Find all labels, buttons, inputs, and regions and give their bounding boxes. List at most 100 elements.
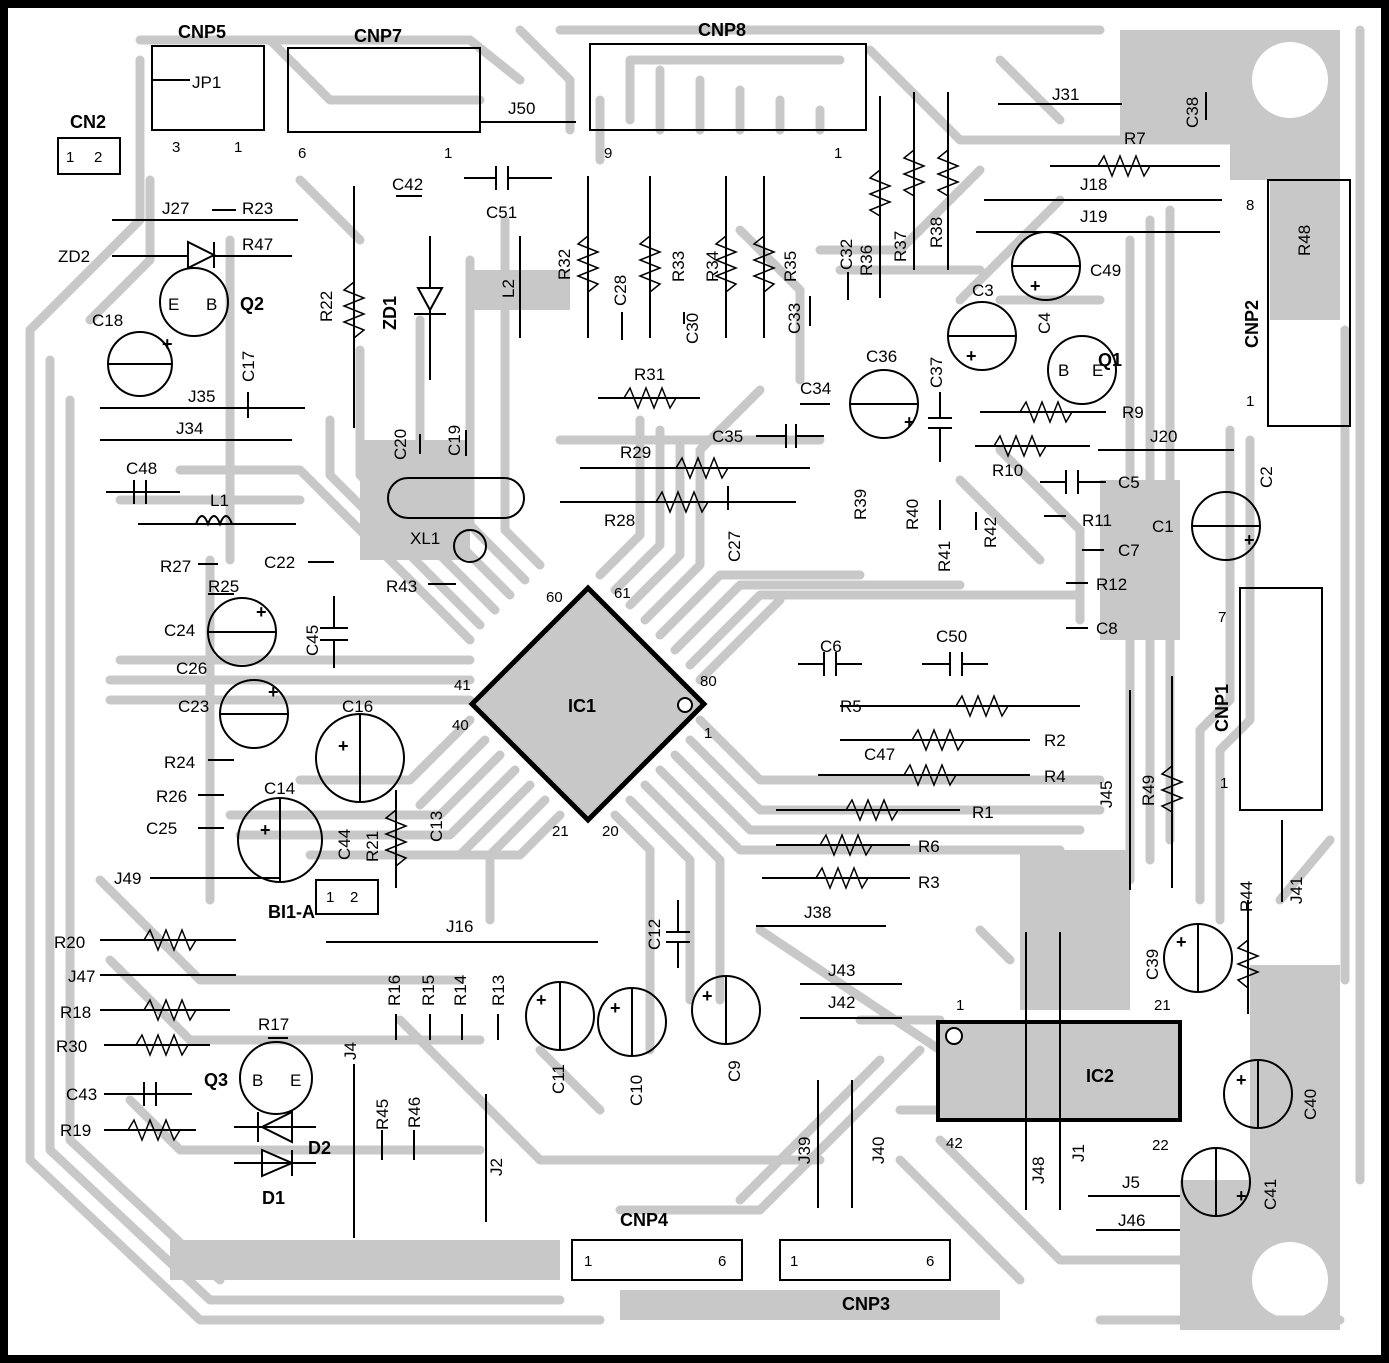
label-cnp2: CNP2 bbox=[1242, 300, 1262, 348]
label-c13: C13 bbox=[427, 811, 446, 842]
label-r40: R40 bbox=[903, 499, 922, 530]
label-c34: C34 bbox=[800, 379, 831, 398]
label-j16: J16 bbox=[446, 917, 473, 936]
label-c20: C20 bbox=[391, 429, 410, 460]
label-c48: C48 bbox=[126, 459, 157, 478]
label--: + bbox=[268, 682, 279, 702]
label-21: 21 bbox=[552, 823, 569, 840]
label-j40: J40 bbox=[869, 1137, 888, 1164]
label-r4: R4 bbox=[1044, 767, 1066, 786]
label-1: 1 bbox=[444, 145, 452, 162]
label-9: 9 bbox=[604, 145, 612, 162]
label-c38: C38 bbox=[1183, 97, 1202, 128]
label-r5: R5 bbox=[840, 697, 862, 716]
label--: + bbox=[256, 602, 267, 622]
label-d1: D1 bbox=[262, 1188, 285, 1208]
label-j35: J35 bbox=[188, 387, 215, 406]
label-c10: C10 bbox=[627, 1075, 646, 1106]
label-c4: C4 bbox=[1035, 312, 1054, 334]
label-r9: R9 bbox=[1122, 403, 1144, 422]
label-bi1-a: BI1-A bbox=[268, 902, 315, 922]
label--: + bbox=[1236, 1186, 1247, 1206]
label-r11: R11 bbox=[1082, 511, 1112, 530]
label-cnp5: CNP5 bbox=[178, 22, 226, 42]
label-cnp3: CNP3 bbox=[842, 1294, 890, 1314]
label-r28: R28 bbox=[604, 511, 635, 530]
label-c30: C30 bbox=[683, 313, 702, 344]
label-c25: C25 bbox=[146, 819, 177, 838]
label-r26: R26 bbox=[156, 787, 187, 806]
label-cn2: CN2 bbox=[70, 112, 106, 132]
label-r21: R21 bbox=[363, 831, 382, 862]
label-r48: R48 bbox=[1295, 225, 1314, 256]
label-2: 2 bbox=[350, 889, 358, 906]
label-r1: R1 bbox=[972, 803, 994, 822]
component-outlines bbox=[57, 43, 1351, 1281]
label-r10: R10 bbox=[992, 461, 1023, 480]
label-40: 40 bbox=[452, 717, 469, 734]
label-8: 8 bbox=[1246, 197, 1254, 214]
label-c37: C37 bbox=[927, 357, 946, 388]
label-r44: R44 bbox=[1237, 881, 1256, 912]
label-j19: J19 bbox=[1080, 207, 1107, 226]
label-r25: R25 bbox=[208, 577, 239, 596]
label-l2: L2 bbox=[499, 279, 518, 298]
label-ic1: IC1 bbox=[568, 696, 596, 716]
label-j39: J39 bbox=[795, 1137, 814, 1164]
label-j20: J20 bbox=[1150, 427, 1177, 446]
label-r35: R35 bbox=[781, 251, 800, 282]
label-c1: C1 bbox=[1152, 517, 1174, 536]
label--: + bbox=[162, 334, 173, 354]
label-1: 1 bbox=[834, 145, 842, 162]
label--: + bbox=[610, 998, 621, 1018]
label-c39: C39 bbox=[1143, 949, 1162, 980]
label-61: 61 bbox=[614, 585, 631, 602]
label-r31: R31 bbox=[634, 365, 665, 384]
label-j34: J34 bbox=[176, 419, 203, 438]
label-j5: J5 bbox=[1122, 1173, 1140, 1192]
label--: + bbox=[966, 346, 977, 366]
label-r16: R16 bbox=[385, 975, 404, 1006]
label-c16: C16 bbox=[342, 697, 373, 716]
label-cnp7: CNP7 bbox=[354, 26, 402, 46]
label-j46: J46 bbox=[1118, 1211, 1145, 1230]
label-c49: C49 bbox=[1090, 261, 1121, 280]
label-r14: R14 bbox=[451, 975, 470, 1006]
label-j45: J45 bbox=[1097, 781, 1116, 808]
label-b: B bbox=[1058, 361, 1069, 380]
label-60: 60 bbox=[546, 589, 563, 606]
label-c51: C51 bbox=[486, 203, 517, 222]
label-r29: R29 bbox=[620, 443, 651, 462]
label-r32: R32 bbox=[555, 249, 574, 280]
label-r24: R24 bbox=[164, 753, 195, 772]
label-c36: C36 bbox=[866, 347, 897, 366]
label-c19: C19 bbox=[445, 425, 464, 456]
label-r49: R49 bbox=[1139, 775, 1158, 806]
label-q3: Q3 bbox=[204, 1070, 228, 1090]
label-c26: C26 bbox=[176, 659, 207, 678]
label-c24: C24 bbox=[164, 621, 195, 640]
label-r6: R6 bbox=[918, 837, 940, 856]
label-c22: C22 bbox=[264, 553, 295, 572]
label-e: E bbox=[1092, 361, 1103, 380]
label-c8: C8 bbox=[1096, 619, 1118, 638]
label-r19: R19 bbox=[60, 1121, 91, 1140]
label-r37: R37 bbox=[891, 231, 910, 262]
label--: + bbox=[1176, 932, 1187, 952]
label-c47: C47 bbox=[864, 745, 895, 764]
label-c3: C3 bbox=[972, 281, 994, 300]
label-j4: J4 bbox=[341, 1042, 360, 1060]
label-6: 6 bbox=[926, 1253, 934, 1270]
label-c40: C40 bbox=[1301, 1089, 1320, 1120]
label-j48: J48 bbox=[1029, 1157, 1048, 1184]
label--: + bbox=[702, 986, 713, 1006]
label--: + bbox=[1236, 1070, 1247, 1090]
label--: + bbox=[904, 412, 915, 432]
label-j50: J50 bbox=[508, 99, 535, 118]
label-j18: J18 bbox=[1080, 175, 1107, 194]
label-21: 21 bbox=[1154, 997, 1171, 1014]
label-c11: C11 bbox=[549, 1064, 568, 1094]
label-j38: J38 bbox=[804, 903, 831, 922]
label-c7: C7 bbox=[1118, 541, 1140, 560]
